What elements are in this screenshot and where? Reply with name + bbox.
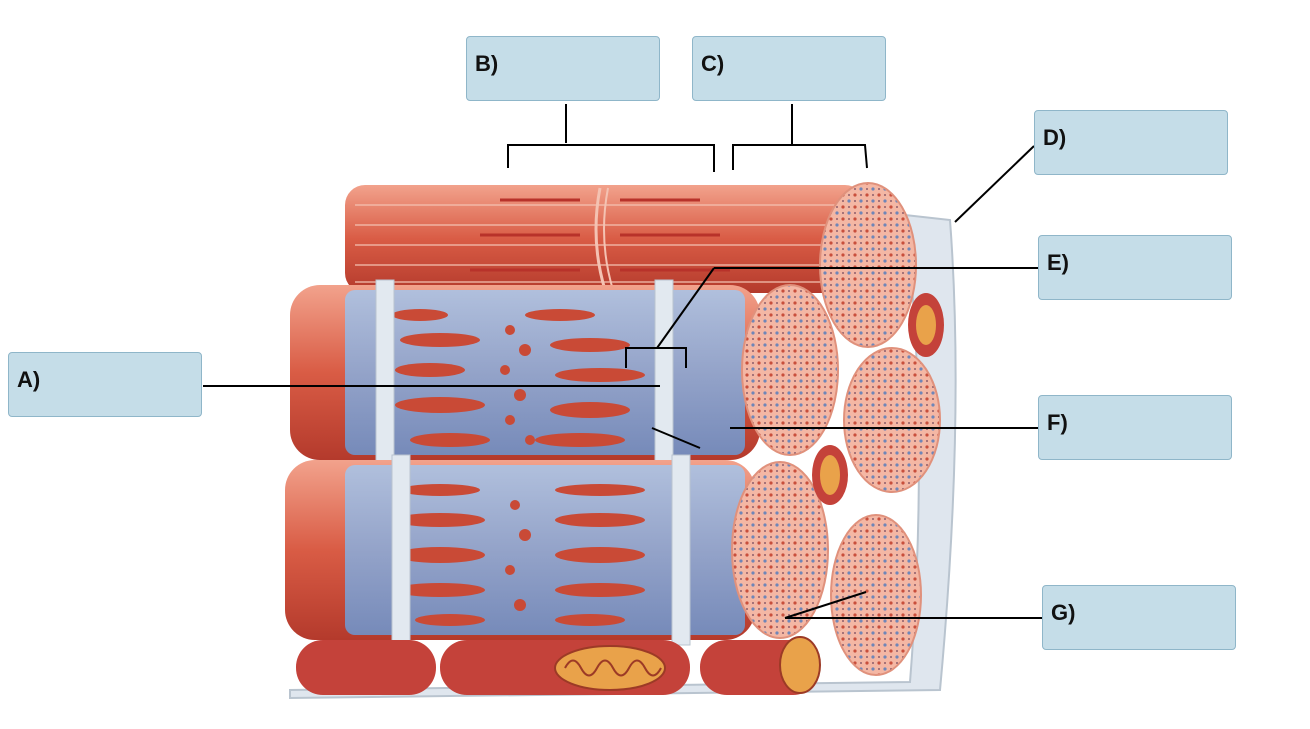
label-b-text: B) [475,51,499,76]
leader-line-g [784,591,1042,619]
label-box-a[interactable]: A) [8,352,202,417]
myofibril-cross-sections [731,182,944,676]
label-a-text: A) [17,367,41,392]
label-f-text: F) [1047,410,1068,435]
label-box-f[interactable]: F) [1038,395,1232,460]
bracket-c [732,104,868,170]
label-box-d[interactable]: D) [1034,110,1228,175]
middle-myofibril [290,279,760,466]
label-box-c[interactable]: C) [692,36,886,101]
label-d-text: D) [1043,125,1067,150]
bracket-b [507,104,715,172]
label-box-g[interactable]: G) [1042,585,1236,650]
label-g-text: G) [1051,600,1076,625]
leader-line-e [625,267,1038,368]
label-c-text: C) [701,51,725,76]
mitochondria-bottom [296,636,821,695]
label-box-b[interactable]: B) [466,36,660,101]
label-box-e[interactable]: E) [1038,235,1232,300]
label-e-text: E) [1047,250,1069,275]
lower-myofibril [285,454,755,646]
leader-line-f [651,427,1038,449]
top-myofibril [345,185,865,293]
leader-line-d [954,145,1035,223]
